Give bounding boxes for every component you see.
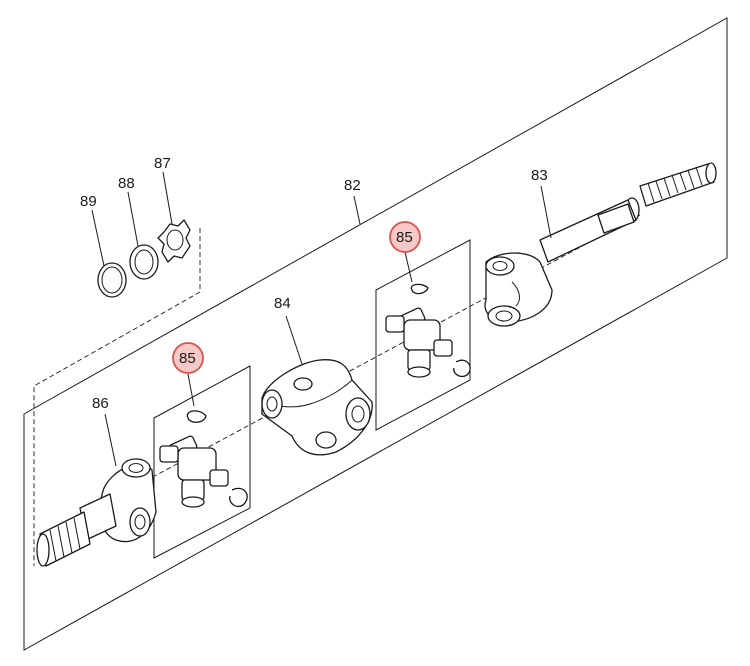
callout-87: 87 <box>154 155 171 172</box>
center-yoke-84 <box>261 359 373 456</box>
inner-axle-shaft-86 <box>36 458 157 567</box>
leader-85-lower <box>187 373 195 407</box>
lock-washer-87 <box>157 219 191 263</box>
callout-85-upper: 85 <box>396 229 413 246</box>
callout-85-lower: 85 <box>179 350 196 367</box>
leader-86 <box>104 413 117 467</box>
callout-89: 89 <box>80 193 97 210</box>
leader-87 <box>162 171 173 225</box>
outer-axle-shaft-83 <box>484 162 717 327</box>
callout-86: 86 <box>92 395 109 412</box>
callout-82: 82 <box>344 177 361 194</box>
seal-kit-dashed-bracket <box>33 228 201 566</box>
ujoint-cross-lower <box>159 410 248 508</box>
seal-ring-89 <box>97 262 127 298</box>
leader-84 <box>285 315 303 365</box>
callout-88: 88 <box>118 175 135 192</box>
callout-84: 84 <box>274 295 291 312</box>
ujoint-kit-box-upper <box>375 239 471 431</box>
callout-83: 83 <box>531 167 548 184</box>
spacer-ring-88 <box>129 244 159 280</box>
leader-85-upper <box>404 251 413 283</box>
leader-88 <box>127 191 139 247</box>
highlight-circle-85-upper <box>389 221 421 253</box>
leader-83 <box>540 185 552 239</box>
leader-89 <box>91 209 105 267</box>
assembly-frame-82 <box>23 17 728 651</box>
leader-82 <box>353 195 361 225</box>
ujoint-cross-upper <box>385 283 471 378</box>
highlight-circle-85-lower <box>172 342 204 374</box>
